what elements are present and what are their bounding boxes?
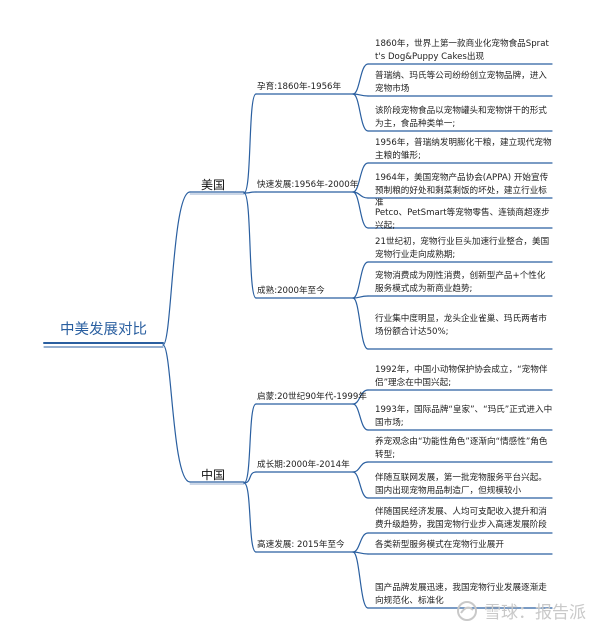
usa-phase-1-item-1: 1860年，世界上第一款商业化宠物食品Spratt's Dog&Puppy Ca… [375,39,549,62]
usa-phase-1: 孕育:1860年-1956年 [257,82,342,92]
usa-phase-3: 成熟:2000年至今 [257,286,325,296]
china-phase-3: 高速发展: 2015年至今 [257,540,345,550]
china-phase-1: 启蒙:20世纪90年代-1999年 [257,392,367,402]
watermark: 雪球：报告派 [456,598,586,623]
usa-phase-2-item-2: 1964年，美国宠物产品协会(APPA) 开始宣传预制粮的好处和剩菜剩饭的坏处，… [375,173,549,208]
china-phase-2-item-1: 养宠观念由“功能性角色”逐渐向“情感性”角色转型; [375,437,548,460]
china-phase-2-item-2: 伴随互联网发展，第一批宠物服务平台兴起。国内出现宠物用品制造厂，但规模较小 [375,473,547,496]
usa-phase-2: 快速发展:1956年-2000年 [257,180,359,190]
usa-phase-1-item-2: 普瑞纳、玛氏等公司纷纷创立宠物品牌，进入宠物市场 [375,71,547,94]
china-phase-2: 成长期:2000年-2014年 [257,460,350,470]
root-topic: 中美发展对比 [60,322,147,338]
china-phase-1-item-1: 1992年，中国小动物保护协会成立，“宠物伴侣”理念在中国兴起; [375,365,548,388]
watermark-text: 雪球：报告派 [484,603,586,623]
china-phase-1-item-2: 1993年，国际品牌“皇家”、“玛氏”正式进入中国市场; [375,405,553,428]
usa-phase-2-item-1: 1956年，普瑞纳发明膨化干粮，建立现代宠物主粮的雏形; [375,138,552,161]
country-usa: 美国 [201,178,226,192]
china-phase-3-item-2: 各类新型服务模式在宠物行业展开 [375,540,504,550]
country-china: 中国 [201,468,226,482]
usa-phase-3-item-1: 21世纪初，宠物行业巨头加速行业整合，美国宠物行业走向成熟期; [375,237,550,260]
usa-phase-3-item-3: 行业集中度明显，龙头企业雀巢、玛氏两者市场份额合计达50%; [375,314,547,337]
china-phase-3-item-3: 国产品牌发展迅速，我国宠物行业发展逐渐走向规范化、标准化 [375,583,547,606]
usa-phase-1-item-3: 该阶段宠物食品以宠物罐头和宠物饼干的形式为主，食品种类单一; [375,106,547,129]
snowball-logo-icon [457,600,477,621]
usa-phase-2-item-3: Petco、PetSmart等宠物零售、连锁商超逐步兴起; [375,208,550,231]
usa-phase-3-item-2: 宠物消费成为刚性消费，创新型产品+个性化服务模式成为新商业趋势; [375,271,546,294]
china-phase-3-item-1: 伴随国民经济发展、人均可支配收入提升和消费升级趋势，我国宠物行业步入高速发展阶段 [375,507,547,530]
